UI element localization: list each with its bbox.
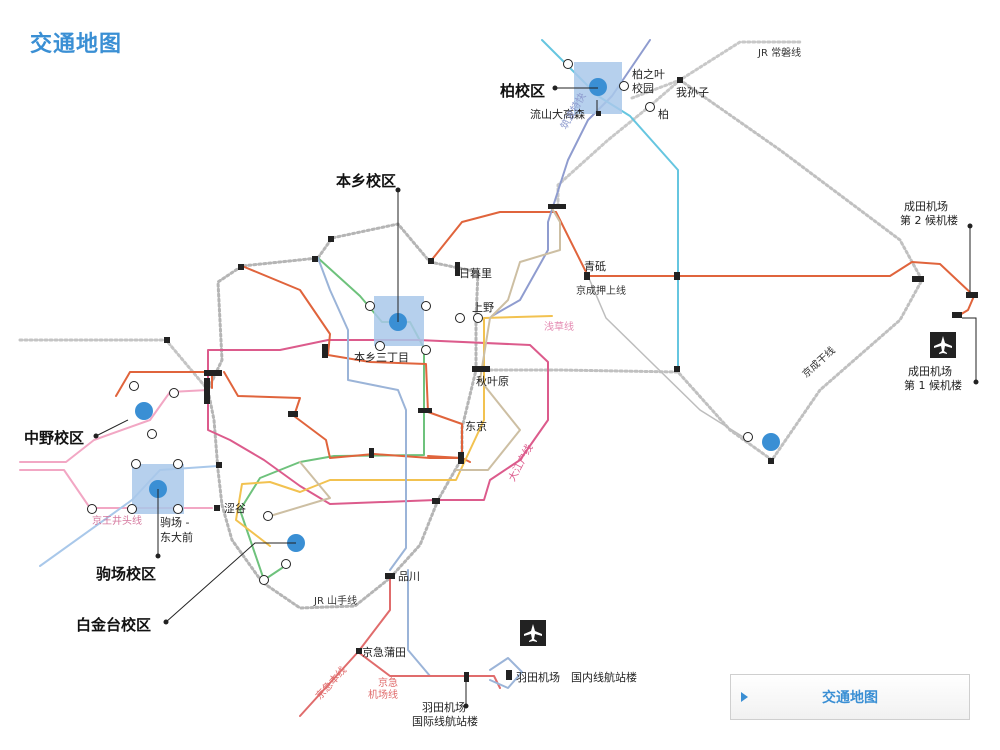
- line-beige: [269, 204, 561, 517]
- station-node: [259, 575, 269, 585]
- station-label: 羽田机场 国内线航站楼: [516, 670, 637, 684]
- station-node: [421, 301, 431, 311]
- nakano-campus-marker[interactable]: [135, 402, 153, 420]
- station-node: [619, 81, 629, 91]
- line-yellow: [235, 315, 553, 547]
- airplane-icon: [520, 620, 546, 646]
- line-keisei-airport: [587, 275, 749, 441]
- station-node: [127, 504, 137, 514]
- station-label: 流山大高森: [530, 107, 585, 121]
- campus-label-shirokane[interactable]: 白金台校区: [76, 616, 151, 634]
- callout-lines: [95, 87, 977, 706]
- line-label-keikyu-airport: 京急: [378, 676, 398, 689]
- station-node: [473, 313, 483, 323]
- line-label-keikyu-main: 京急本线: [313, 664, 349, 702]
- line-label-oedo: 大江户线: [505, 442, 535, 483]
- interchange-bars: [164, 77, 978, 682]
- airplane-icon: [930, 332, 956, 358]
- line-label-keisei-main: 京成干线: [799, 344, 837, 380]
- station-node: [375, 341, 385, 351]
- station-label: 成田机场: [908, 364, 952, 378]
- line-yamanote: [206, 222, 480, 610]
- station-node: [263, 511, 273, 521]
- station-label: 校园: [632, 81, 654, 95]
- station-label: 日暮里: [459, 266, 492, 280]
- station-label: 品川: [398, 570, 420, 583]
- line-haneda-loop: [489, 657, 523, 689]
- line-grey-west: [18, 338, 210, 392]
- page-title: 交通地图: [30, 32, 123, 57]
- line-label-jr-joban: JR 常磐线: [757, 46, 801, 59]
- station-node: [147, 429, 157, 439]
- station-label: 成田机场: [904, 199, 948, 213]
- station-label: 第 1 候机楼: [904, 378, 962, 392]
- line-orange-inner: [115, 265, 471, 463]
- campus-label-nakano[interactable]: 中野校区: [24, 429, 84, 447]
- station-label: 国际线航站楼: [412, 714, 478, 728]
- station-node: [87, 504, 97, 514]
- station-nodes: [87, 59, 753, 585]
- station-label: 东大前: [160, 530, 193, 544]
- station-label: 第 2 候机楼: [900, 213, 958, 227]
- station-label: 羽田机场: [422, 700, 466, 714]
- station-label: 东京: [465, 419, 487, 433]
- station-node: [281, 559, 291, 569]
- kashiwa-campus-marker[interactable]: [589, 78, 607, 96]
- station-label: 涩谷: [224, 502, 246, 515]
- station-node: [421, 345, 431, 355]
- station-label: 秋叶原: [476, 374, 509, 388]
- station-node: [743, 432, 753, 442]
- campus-labels: 柏校区 本乡校区 中野校区 驹场校区 白金台校区: [24, 82, 545, 634]
- line-label-keikyu-airport: 机场线: [368, 688, 398, 701]
- line-label-keisei-oshiage: 京成押上线: [576, 284, 626, 297]
- station-label: 柏: [658, 107, 669, 121]
- play-arrow-icon: [741, 692, 748, 702]
- line-keisei-oshiage: [429, 211, 975, 317]
- line-keisei-main: [474, 78, 924, 462]
- station-label: 我孙子: [676, 86, 709, 99]
- station-labels: 柏之叶 校园 流山大高森 我孙子 柏 日暮里 上野 青砥 本乡三丁目 秋叶原 东…: [160, 67, 962, 728]
- station-node: [365, 301, 375, 311]
- line-labels: JR 常磐线 筑波特快 京成押上线 浅草线 京成干线 大江户线 京王井头线 JR…: [92, 46, 838, 702]
- line-label-yamanote: JR 山手线: [313, 594, 357, 607]
- station-node: [455, 313, 465, 323]
- station-node: [173, 504, 183, 514]
- station-label: 驹场 -: [160, 515, 189, 529]
- station-node: [563, 59, 573, 69]
- station-label: 柏之叶: [632, 67, 665, 81]
- station-label: 青砥: [584, 260, 606, 273]
- narita-campus-marker[interactable]: [762, 433, 780, 451]
- transit-map-button-label: 交通地图: [822, 689, 878, 705]
- station-label: 京急蒲田: [362, 645, 406, 659]
- transit-map-button[interactable]: 交通地图: [730, 674, 970, 720]
- station-node: [129, 381, 139, 391]
- callout-dots: [93, 85, 979, 709]
- station-label: 上野: [472, 301, 494, 314]
- station-node: [645, 102, 655, 112]
- station-node: [169, 388, 179, 398]
- campus-label-kashiwa[interactable]: 柏校区: [500, 82, 545, 100]
- line-oedo: [207, 339, 549, 505]
- campus-label-hongo[interactable]: 本乡校区: [336, 172, 396, 190]
- station-label: 本乡三丁目: [354, 350, 409, 364]
- line-label-asakusa: 浅草线: [544, 320, 574, 333]
- station-node: [173, 459, 183, 469]
- line-label-keio: 京王井头线: [92, 514, 142, 527]
- campus-label-komaba[interactable]: 驹场校区: [96, 565, 156, 583]
- station-node: [131, 459, 141, 469]
